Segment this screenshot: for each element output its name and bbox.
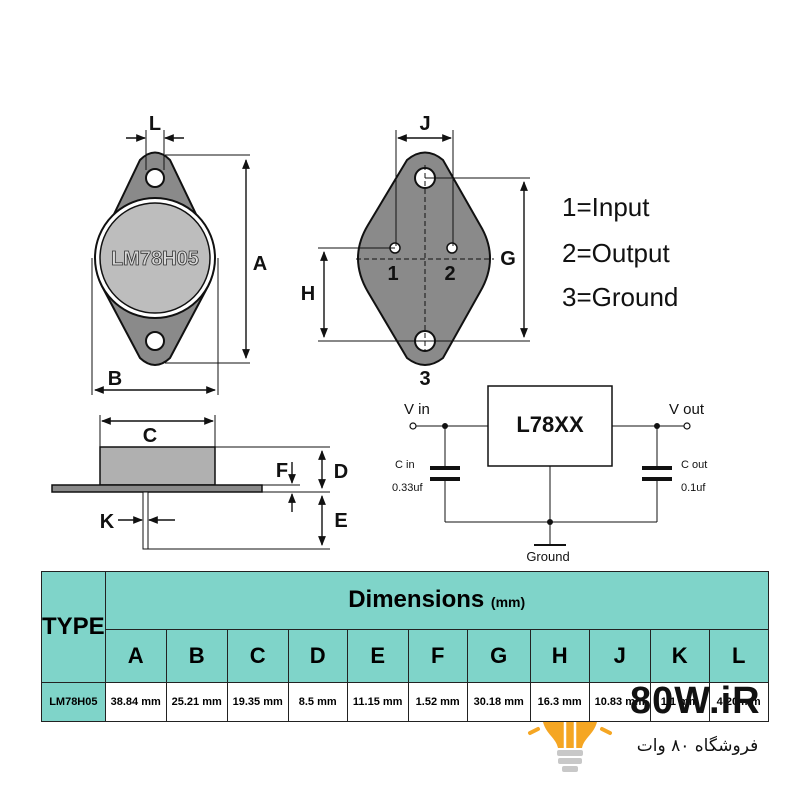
column-header-k: K [649, 628, 710, 684]
table-cell: 16.3 mm [529, 682, 590, 722]
application-circuit: L78XX V in V out C in 0.33uf C out 0.1uf… [392, 385, 707, 564]
table-cell: 10.83 mm [588, 682, 651, 722]
pin-2-dot [446, 242, 458, 254]
legend-input: 1=Input [562, 192, 650, 222]
column-header-f: F [407, 628, 468, 684]
package-pin-view: 1 2 3 J G H [301, 113, 530, 390]
dim-label-c: C [143, 425, 157, 447]
table-cell: 1.52 mm [407, 682, 468, 722]
type-header: TYPE [41, 571, 106, 683]
side-pin [142, 491, 149, 550]
table-cell: 38.84 mm [104, 682, 167, 722]
dim-label-a: A [253, 253, 267, 275]
vin-terminal [409, 422, 417, 430]
table-cell: 4.20 mm [708, 682, 769, 722]
dimensions-title: Dimensions [348, 586, 485, 614]
logo-name: 80W.iR [630, 680, 761, 722]
vout-terminal [683, 422, 691, 430]
pin-number-2: 2 [444, 263, 455, 285]
logo-subtitle: فروشگاه ۸۰ وات [636, 736, 759, 756]
dimensions-unit: (mm) [490, 594, 526, 611]
can-inner [99, 202, 211, 314]
cout-name: C out [681, 459, 707, 471]
dim-label-b: B [108, 368, 122, 390]
table-cell: 25.21 mm [165, 682, 228, 722]
ground-label: Ground [526, 549, 569, 564]
table-cell: 8.5 mm [287, 682, 348, 722]
pin-number-1: 1 [387, 263, 398, 285]
table-cell: 19.35 mm [226, 682, 289, 722]
side-flange [51, 484, 263, 493]
dim-label-k: K [100, 511, 115, 533]
mount-hole-top [145, 168, 165, 188]
package-side-view: C D F E K [51, 415, 348, 550]
legend-output: 2=Output [562, 238, 670, 268]
vout-label: V out [669, 401, 705, 418]
vin-label: V in [404, 401, 430, 418]
column-header-b: B [165, 628, 228, 684]
table-cell: 1.1 mm [649, 682, 710, 722]
column-header-g: G [466, 628, 531, 684]
column-header-h: H [529, 628, 590, 684]
column-header-e: E [346, 628, 409, 684]
dim-label-f: F [276, 460, 288, 482]
cin-value: 0.33uf [392, 482, 424, 494]
side-can [99, 446, 216, 486]
dim-label-g: G [500, 248, 516, 270]
pin-legend: 1=Input 2=Output 3=Ground [562, 192, 678, 312]
column-header-j: J [588, 628, 651, 684]
cin-name: C in [395, 459, 415, 471]
row-type: LM78H05 [41, 682, 106, 722]
package-front-view: LM78H05 L A B [91, 113, 267, 395]
column-header-a: A [104, 628, 167, 684]
ground-node [547, 519, 553, 525]
dim-label-d: D [334, 461, 348, 483]
cout-value: 0.1uf [681, 482, 706, 494]
table-cell: 30.18 mm [466, 682, 531, 722]
column-header-l: L [708, 628, 769, 684]
column-header-c: C [226, 628, 289, 684]
dim-label-l: L [149, 113, 161, 135]
part-marking: LM78H05 [111, 248, 199, 270]
column-header-d: D [287, 628, 348, 684]
dim-label-h: H [301, 283, 315, 305]
regulator-label: L78XX [516, 412, 584, 437]
table-cell: 11.15 mm [346, 682, 409, 722]
dimensions-header: Dimensions (mm) [104, 571, 769, 630]
legend-ground: 3=Ground [562, 282, 678, 312]
dim-label-j: J [419, 113, 430, 135]
mount-hole-bottom [145, 331, 165, 351]
dim-label-e: E [334, 510, 347, 532]
pin-number-3: 3 [419, 368, 430, 390]
